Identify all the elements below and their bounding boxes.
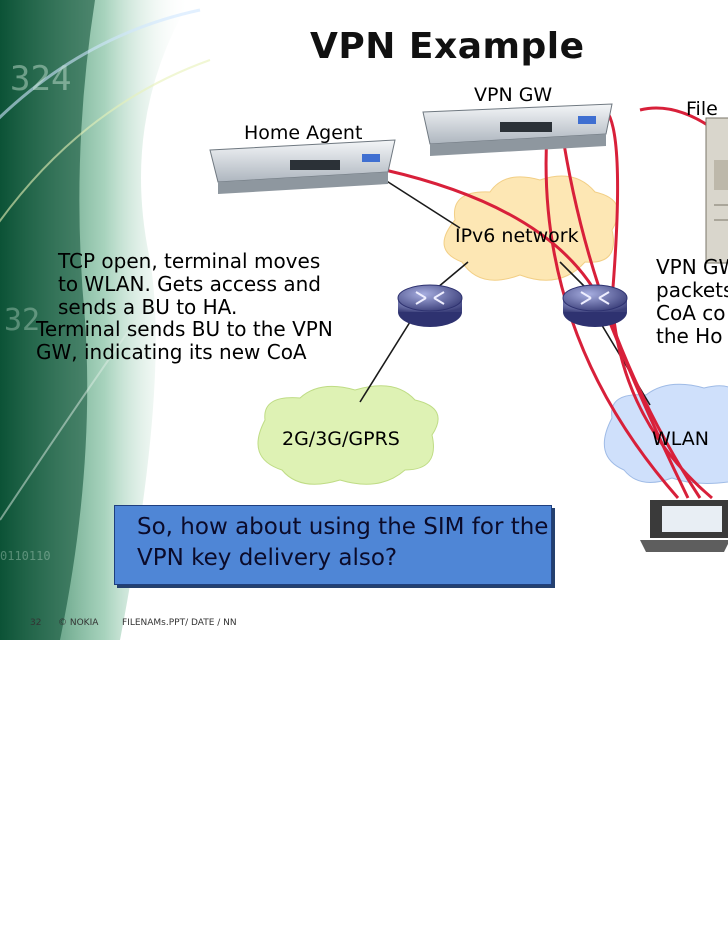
router-icon [397,284,463,327]
cloud-icon [603,383,728,485]
step-text-terminal-moves: TCP open, terminal moves to WLAN. Gets a… [58,249,321,319]
footer-filename: FILENAMs.PPT/ DATE / NN [122,618,237,628]
banner-decoration: 324 32 0110110 [0,0,211,640]
callout-box: So, how about using the SIM for the VPN … [114,505,552,585]
slide-title: VPN Example [310,26,585,67]
step-text-bu-to-vpn-gw: Terminal sends BU to the VPN GW, indicat… [36,317,333,364]
diagram-graphics: 324 32 0110110 [0,0,728,640]
slide: 324 32 0110110 [0,0,728,640]
wlan-network-label: WLAN [652,428,710,450]
footer-brand: © NOKIA [58,618,99,628]
gprs-network-label: 2G/3G/GPRS [282,428,400,450]
step-text-vpn-gw-packets: VPN GW packets CoA co the Ho [656,255,728,348]
callout-text: So, how about using the SIM for the VPN … [137,514,549,571]
server-icon [422,103,613,156]
svg-text:32: 32 [4,303,40,338]
vpn-gw-label: VPN GW [474,84,553,106]
file-server-label: File [686,98,718,120]
cloud-icon [257,385,439,485]
server-icon [705,117,728,264]
page-number: 32 [30,618,42,628]
svg-text:0110110: 0110110 [0,549,51,563]
server-icon [209,139,396,194]
home-agent-label: Home Agent [244,122,363,144]
svg-text:324: 324 [10,59,71,99]
router-icon [562,284,628,327]
ipv6-network-label: IPv6 network [455,225,579,247]
laptop-icon [640,500,728,552]
